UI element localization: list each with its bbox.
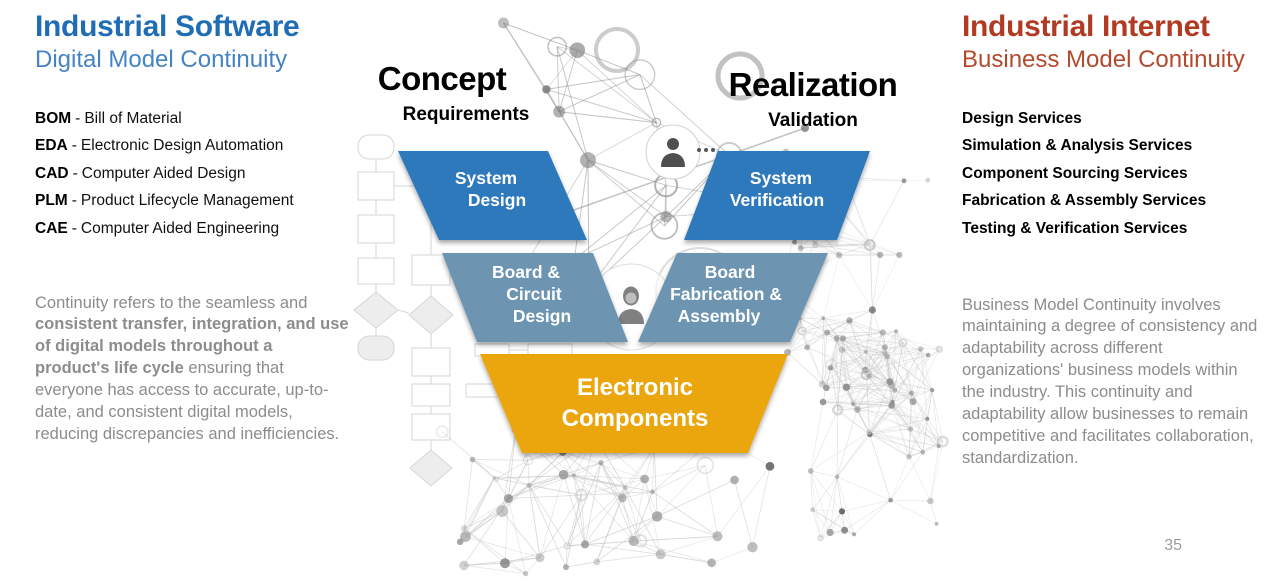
system-design-block [398, 151, 587, 240]
label-line: Fabrication & [670, 283, 782, 304]
label-line: System [749, 168, 813, 188]
list-item: CAD-Computer Aided Design [35, 165, 353, 183]
concept-header: Concept [377, 60, 507, 97]
list-item: Fabrication & Assembly Services [962, 192, 1207, 210]
board-circuit-design-label: Board & Circuit Design [455, 262, 615, 328]
paragraph-bold-text: consistent transfer, integration, and us… [35, 315, 349, 378]
paragraph-text: Continuity refers to the seamless and [35, 293, 308, 312]
label-line: Components [561, 405, 709, 433]
abbr-separator: - [71, 192, 77, 210]
label-line: Design [512, 305, 572, 326]
system-verification-block [684, 151, 870, 240]
v-model-diagram: Concept Requirements Realization Validat… [350, 0, 950, 584]
system-verification-label: System Verification [695, 168, 855, 212]
paragraph-text: ensuring that everyone has access to acc… [35, 359, 340, 444]
list-item: BOM-Bill of Material [35, 110, 353, 128]
right-title: Industrial Internet [962, 10, 1210, 43]
services-list: Design Services Simulation & Analysis Se… [962, 110, 1274, 238]
page-number: 35 [1164, 537, 1182, 554]
label-line: System [454, 168, 518, 188]
electronic-components-label: Electronic Components [485, 372, 785, 434]
right-paragraph: Business Model Continuity involves maint… [962, 295, 1258, 468]
requirements-subheader: Requirements [402, 104, 530, 125]
abbr-separator: - [71, 137, 77, 155]
realization-header: Realization [728, 66, 898, 103]
abbr-meaning: Electronic Design Automation [80, 137, 284, 155]
list-item: Testing & Verification Services [962, 219, 1188, 237]
board-fabrication-assembly-block [638, 253, 828, 342]
abbr-separator: - [71, 219, 77, 237]
right-panel: Industrial Internet Business Model Conti… [962, 10, 1274, 247]
left-title: Industrial Software [35, 10, 300, 43]
abbr-acronym: CAD [35, 164, 69, 182]
abbr-meaning: Product Lifecycle Management [80, 192, 294, 210]
left-subtitle: Digital Model Continuity [35, 46, 288, 73]
list-item: PLM-Product Lifecycle Management [35, 192, 353, 210]
left-panel: Industrial Software Digital Model Contin… [35, 10, 353, 247]
electronic-components-block [480, 354, 788, 453]
network-decoration-bottom [435, 425, 775, 577]
label-line: Assembly [677, 305, 761, 326]
validation-subheader: Validation [768, 110, 858, 131]
label-line: Design [467, 189, 527, 210]
board-circuit-design-block [442, 253, 628, 342]
abbr-acronym: EDA [35, 137, 68, 155]
abbr-meaning: Bill of Material [84, 109, 182, 127]
label-line: Circuit [506, 283, 562, 304]
abbr-acronym: BOM [35, 109, 72, 127]
list-item: CAE-Computer Aided Engineering [35, 220, 353, 238]
abbr-separator: - [72, 164, 78, 182]
abbr-meaning: Computer Aided Engineering [80, 219, 280, 237]
abbr-acronym: CAE [35, 219, 68, 237]
board-fabrication-assembly-label: Board Fabrication & Assembly [645, 262, 805, 328]
male-avatar-icon [645, 124, 715, 180]
label-line: Board [704, 262, 756, 282]
abbreviation-list: BOM-Bill of Material EDA-Electronic Desi… [35, 110, 353, 238]
list-item: Design Services [962, 109, 1082, 127]
label-line: Verification [729, 189, 825, 210]
label-line: Electronic [576, 374, 694, 401]
list-item: EDA-Electronic Design Automation [35, 137, 353, 155]
abbr-meaning: Computer Aided Design [81, 164, 246, 182]
diagram-canvas [353, 17, 949, 577]
abbr-acronym: PLM [35, 192, 68, 210]
list-item: Component Sourcing Services [962, 164, 1188, 182]
left-paragraph: Continuity refers to the seamless and co… [35, 293, 351, 447]
label-line: Board & [491, 262, 561, 282]
flowchart-decoration [353, 134, 573, 487]
abbr-separator: - [75, 109, 81, 127]
right-subtitle: Business Model Continuity [962, 46, 1245, 73]
list-item: Simulation & Analysis Services [962, 137, 1193, 155]
system-design-label: System Design [410, 168, 570, 212]
v-model-blocks [398, 151, 870, 453]
